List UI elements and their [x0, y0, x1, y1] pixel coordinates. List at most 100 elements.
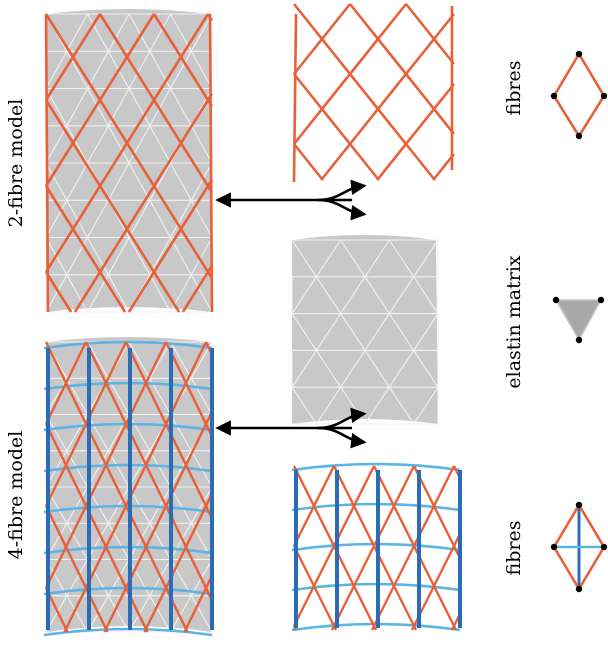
mesh-edge: [87, 237, 109, 276]
mesh-edge: [315, 276, 342, 314]
elastin-matrix-sheet: [292, 235, 438, 424]
mesh-edge: [413, 313, 439, 351]
mesh-edge: [149, 13, 171, 52]
orange-fibre: [320, 13, 456, 181]
mesh-edge: [413, 276, 439, 314]
mesh-edge: [128, 125, 151, 164]
fibres-component-bottom: [291, 462, 462, 632]
mesh-edge: [170, 51, 192, 89]
mesh-edge: [170, 486, 192, 524]
orange-fibre: [44, 185, 127, 313]
mesh-edge: [170, 341, 192, 379]
mesh-edge: [149, 125, 171, 164]
mesh-edge: [66, 125, 88, 164]
orange-fibre: [292, 73, 380, 181]
mesh-edge: [128, 200, 151, 238]
two-fibre-fibre-lattice: [44, 13, 214, 313]
orange-fibre: [330, 465, 416, 631]
two-fibre-model-label: 2-fibre model: [5, 99, 27, 228]
orange-fibre: [372, 465, 458, 631]
mesh-edge: [190, 486, 213, 524]
orange-fibre-edge: [208, 13, 214, 313]
mesh-edge: [87, 51, 109, 89]
mesh-edge: [128, 341, 151, 379]
orange-fibre: [292, 465, 336, 547]
mesh-edge: [87, 88, 109, 127]
mesh-edge: [149, 341, 171, 379]
mesh-edge: [66, 486, 88, 524]
orange-fibre-edge: [292, 13, 298, 183]
mesh-edge: [170, 162, 192, 201]
mesh-edge: [190, 125, 213, 164]
mesh-edge: [107, 559, 130, 597]
mesh-edge: [190, 595, 213, 633]
orange-fibre: [292, 3, 352, 75]
mesh-edge: [107, 125, 130, 164]
orange-fibre: [84, 341, 214, 601]
mesh-edge: [315, 313, 342, 351]
orange-fibre: [370, 465, 456, 631]
orange-fibre: [44, 13, 156, 187]
diamond-crossed-unit-icon: [550, 501, 608, 593]
mesh-edge: [128, 88, 151, 127]
mesh-edge: [128, 414, 151, 452]
orange-fibre: [292, 3, 408, 145]
mesh-edge: [291, 386, 317, 425]
mesh-edge: [149, 486, 171, 524]
mesh-edge: [364, 350, 390, 388]
mesh-edge: [66, 378, 88, 415]
orange-fibre: [183, 575, 214, 633]
mesh-edge: [107, 595, 130, 633]
two-fibre-matrix-sheet: [46, 9, 212, 312]
four-fibre-fibre-lattice: [43, 340, 214, 637]
light-blue-fibre: [291, 462, 461, 472]
mesh-edge: [388, 386, 415, 425]
mesh-edge: [107, 450, 130, 488]
mesh-edge: [149, 88, 171, 127]
orange-fibre: [44, 341, 168, 589]
orange-fibre: [44, 13, 102, 101]
mesh-edge: [149, 162, 171, 201]
orange-fibre: [181, 264, 214, 313]
mesh-edge: [170, 523, 192, 560]
mesh-edge: [364, 386, 390, 425]
mesh-edge: [128, 51, 151, 89]
fibres-label-top: fibres: [503, 61, 525, 116]
fibres-label-bottom: fibres: [503, 521, 525, 576]
mesh-edge: [340, 313, 366, 351]
orange-fibre: [143, 493, 214, 633]
orange-fibre: [292, 465, 376, 627]
orange-fibre: [44, 99, 181, 313]
orange-fibre: [404, 3, 456, 65]
mesh-edge: [315, 350, 342, 388]
orange-fibre: [432, 153, 456, 181]
mesh-edge: [291, 350, 317, 388]
mesh-edge: [170, 595, 192, 633]
orange-fibre: [103, 411, 214, 633]
mesh-edge: [87, 125, 109, 164]
mesh-edge: [170, 237, 192, 276]
orange-fibre: [164, 341, 214, 437]
mesh-edge: [340, 276, 366, 314]
mesh-edge: [340, 350, 366, 388]
orange-fibre: [152, 13, 214, 108]
mesh-edge: [66, 274, 88, 313]
orange-fibre: [44, 13, 210, 273]
orange-fibre: [292, 3, 436, 181]
mesh-edge: [413, 350, 439, 388]
mesh-edge: [45, 274, 68, 313]
mesh-edge: [66, 523, 88, 560]
fibres-component-top: [292, 3, 456, 183]
mesh-edge: [128, 162, 151, 201]
mesh-edge: [364, 276, 390, 314]
mesh-edge: [107, 13, 130, 52]
mesh-edge: [66, 13, 88, 52]
mesh-edge: [190, 274, 213, 313]
elastin-matrix-label: elastin matrix: [503, 255, 525, 389]
orange-fibre: [44, 505, 109, 633]
four-fibre-model-label: 4-fibre model: [5, 431, 27, 560]
mesh-edge: [190, 51, 213, 89]
mesh-edge: [87, 200, 109, 238]
mesh-edge: [66, 200, 88, 238]
mesh-edge: [107, 162, 130, 201]
